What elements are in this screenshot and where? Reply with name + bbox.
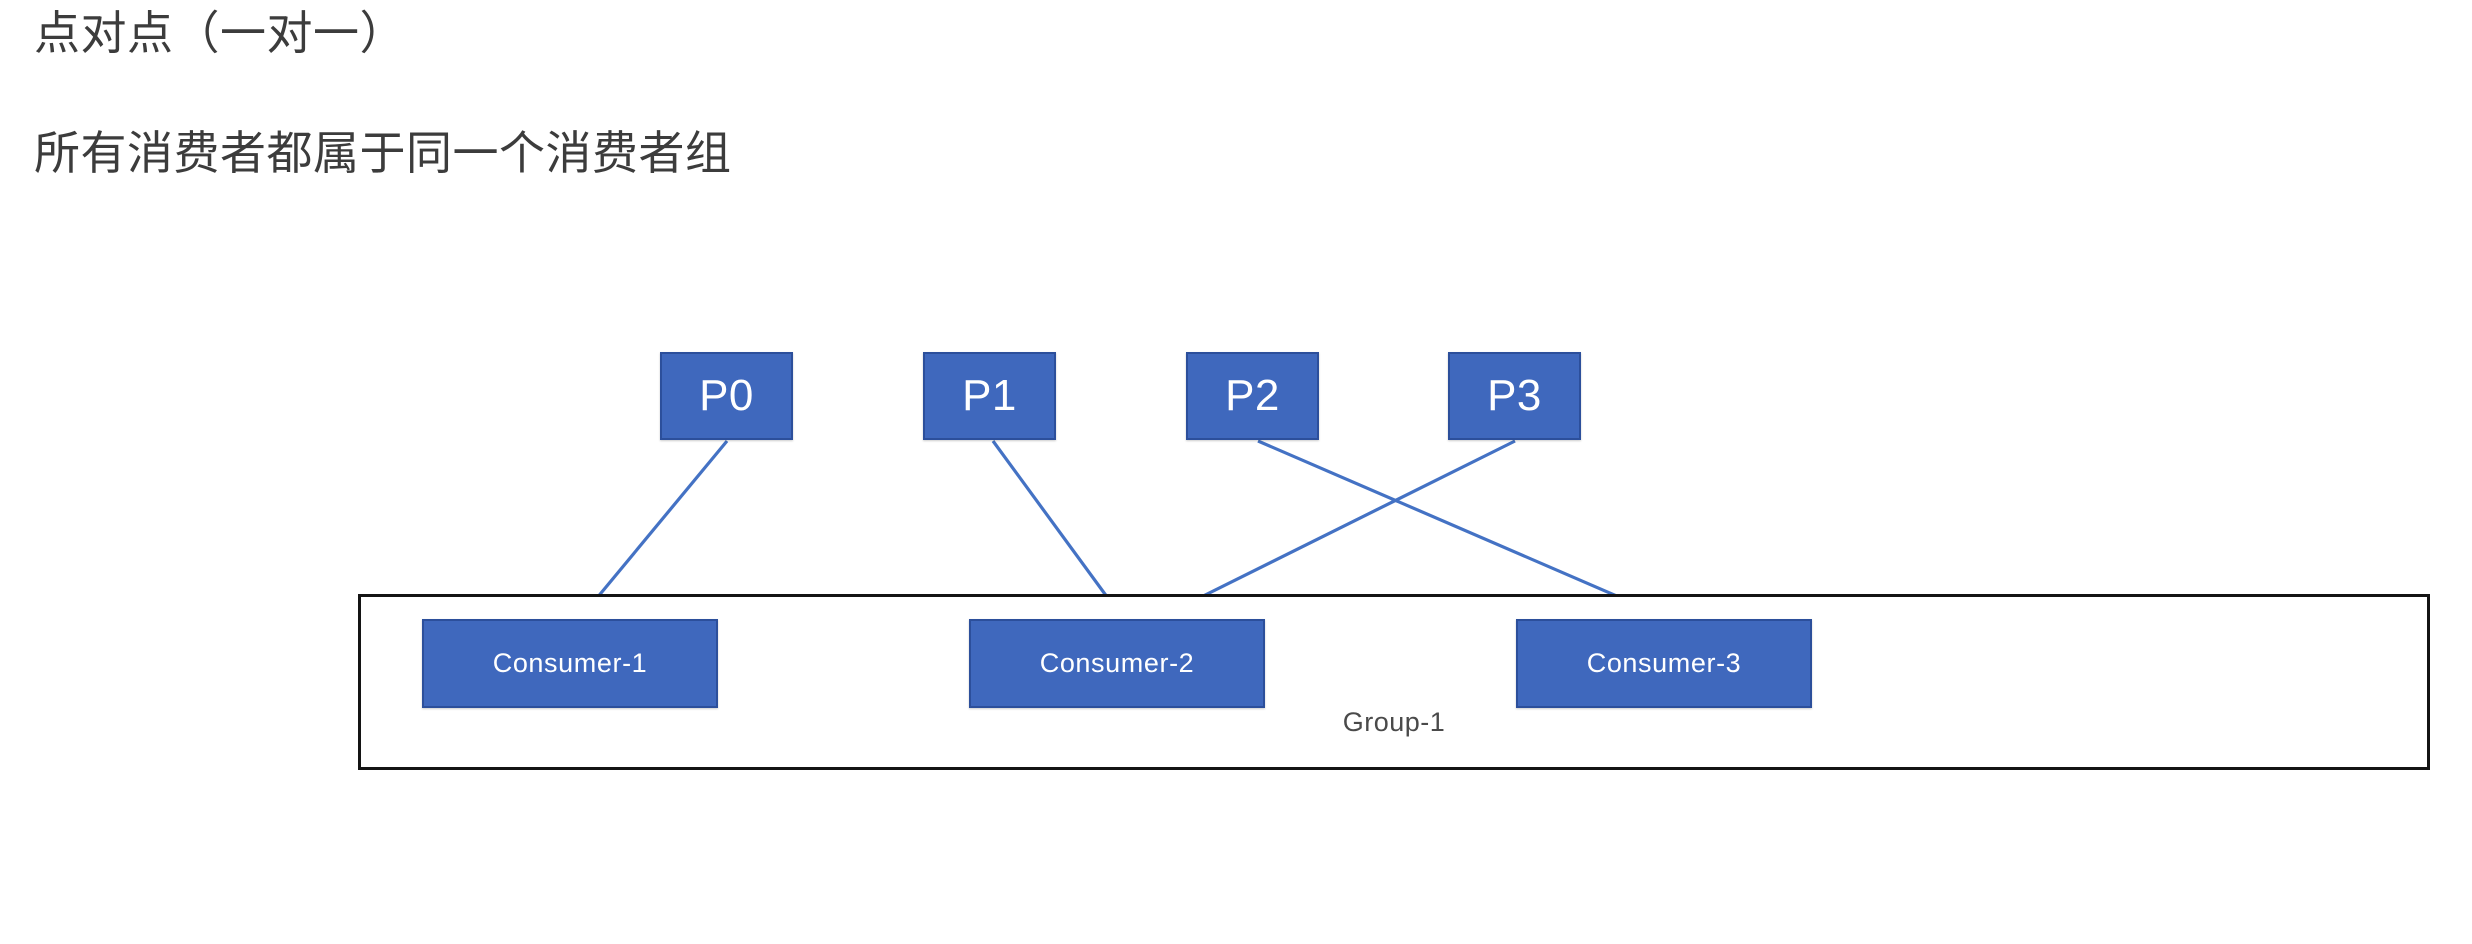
consumer-node-1[interactable]: Consumer-1 — [422, 619, 718, 708]
consumer-group-label: Group-1 — [1342, 707, 1446, 737]
consumer-node-2[interactable]: Consumer-2 — [969, 619, 1265, 708]
page-title: 点对点（一对一） — [34, 7, 406, 59]
partition-node-p3[interactable]: P3 — [1448, 352, 1581, 440]
consumer-node-3[interactable]: Consumer-3 — [1516, 619, 1812, 708]
partition-node-p2[interactable]: P2 — [1186, 352, 1319, 440]
connector-p3-to-consumer-2 — [1160, 439, 1516, 618]
connector-p0-to-consumer-1 — [580, 439, 729, 619]
partition-node-p0[interactable]: P0 — [660, 352, 793, 440]
connector-p2-to-consumer-3 — [1257, 439, 1666, 618]
connector-p1-to-consumer-2 — [991, 440, 1123, 619]
page-subtitle: 所有消费者都属于同一个消费者组 — [34, 127, 732, 179]
partition-node-p1[interactable]: P1 — [923, 352, 1056, 440]
